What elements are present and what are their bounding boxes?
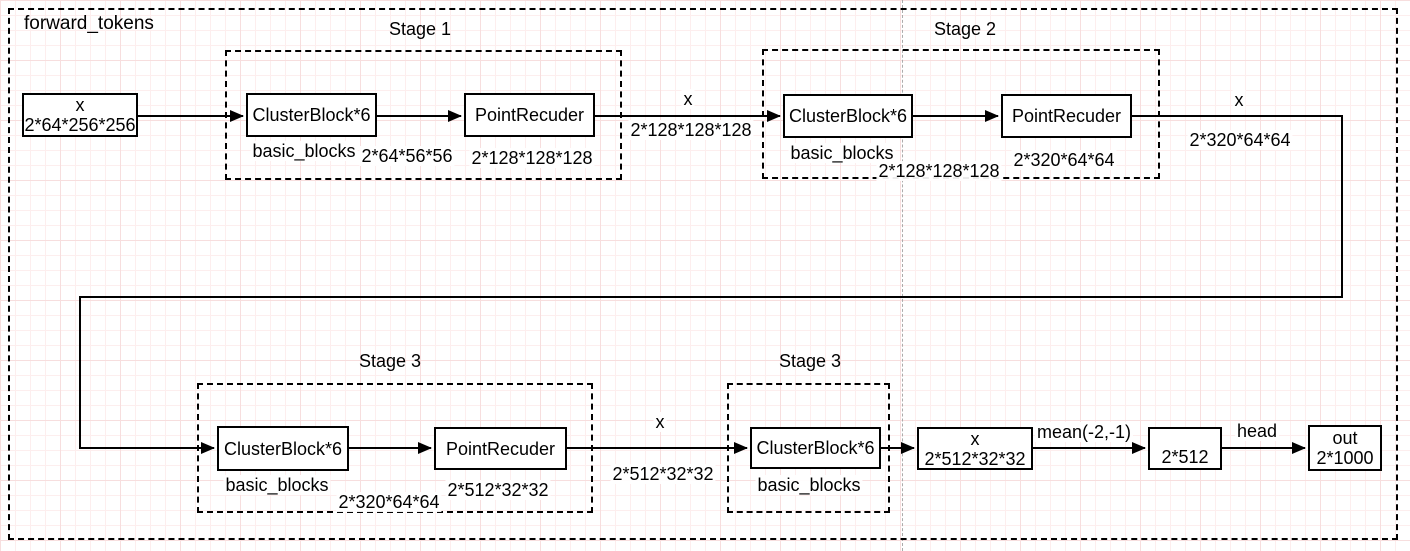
node-input-line1: x bbox=[75, 95, 85, 115]
node-s3a-clusterblock[interactable]: ClusterBlock*6 bbox=[217, 426, 349, 471]
node-s2-clusterblock-label: ClusterBlock*6 bbox=[788, 106, 908, 126]
node-x-tensor[interactable]: x 2*512*32*32 bbox=[917, 427, 1033, 470]
node-x-tensor-line2: 2*512*32*32 bbox=[924, 448, 1026, 469]
node-x-tensor-line1: x bbox=[970, 428, 980, 449]
node-out[interactable]: out 2*1000 bbox=[1308, 425, 1382, 471]
stage1-basic-blocks-label: basic_blocks bbox=[250, 141, 358, 161]
edge3-x-label: x bbox=[653, 412, 667, 432]
stage1-title: Stage 1 bbox=[388, 19, 452, 39]
stage3a-basic-blocks-label: basic_blocks bbox=[223, 475, 331, 495]
edge1-dim-label: 2*128*128*128 bbox=[628, 120, 754, 140]
node-s3a-clusterblock-label: ClusterBlock*6 bbox=[223, 438, 343, 459]
edge-mean-label: mean(-2,-1) bbox=[1034, 422, 1134, 442]
node-input-line2: 2*64*256*256 bbox=[24, 115, 136, 135]
node-s3a-pointrecuder-label: PointRecuder bbox=[445, 438, 556, 459]
node-s1-pointrecuder[interactable]: PointRecuder bbox=[464, 93, 595, 137]
edge2-dim-label: 2*320*64*64 bbox=[1187, 130, 1293, 150]
node-s3b-clusterblock-label: ClusterBlock*6 bbox=[756, 438, 875, 458]
node-s2-pointrecuder[interactable]: PointRecuder bbox=[1001, 94, 1132, 138]
stage3b-basic-blocks-label: basic_blocks bbox=[755, 475, 863, 495]
node-s2-pointrecuder-label: PointRecuder bbox=[1011, 106, 1122, 126]
stage3a-reducer-dim-label: 2*512*32*32 bbox=[445, 480, 551, 500]
node-s1-pointrecuder-label: PointRecuder bbox=[474, 105, 585, 125]
stage2-title: Stage 2 bbox=[933, 19, 997, 39]
node-pooled[interactable]: 2*512 bbox=[1148, 427, 1222, 470]
stage3b-title: Stage 3 bbox=[778, 351, 842, 371]
stage1-reducer-dim-label: 2*128*128*128 bbox=[469, 148, 595, 168]
forward-tokens-group[interactable]: forward_tokens bbox=[8, 8, 1398, 540]
stage2-basic-blocks-label: basic_blocks bbox=[788, 143, 896, 163]
node-s3a-pointrecuder[interactable]: PointRecuder bbox=[434, 427, 567, 470]
stage3a-title: Stage 3 bbox=[358, 351, 422, 371]
stage3a-cluster-dim-label: 2*320*64*64 bbox=[336, 492, 442, 512]
diagram-title: forward_tokens bbox=[24, 13, 154, 34]
node-s1-clusterblock[interactable]: ClusterBlock*6 bbox=[246, 93, 377, 137]
edge-head-label: head bbox=[1234, 421, 1280, 441]
node-input[interactable]: x 2*64*256*256 bbox=[22, 93, 138, 137]
node-out-line2: 2*1000 bbox=[1316, 448, 1374, 468]
edge2-x-label: x bbox=[1232, 90, 1246, 110]
stage2-cluster-dim-label: 2*128*128*128 bbox=[876, 161, 1002, 181]
node-s3b-clusterblock[interactable]: ClusterBlock*6 bbox=[750, 427, 881, 469]
stage2-reducer-dim-label: 2*320*64*64 bbox=[1011, 150, 1117, 170]
edge1-x-label: x bbox=[681, 89, 695, 109]
stage1-cluster-dim-label: 2*64*56*56 bbox=[359, 146, 455, 166]
edge3-dim-label: 2*512*32*32 bbox=[610, 464, 716, 484]
node-out-line1: out bbox=[1332, 428, 1358, 448]
node-s2-clusterblock[interactable]: ClusterBlock*6 bbox=[783, 94, 913, 138]
node-s1-clusterblock-label: ClusterBlock*6 bbox=[252, 105, 371, 125]
node-pooled-label: 2*512 bbox=[1161, 447, 1209, 467]
